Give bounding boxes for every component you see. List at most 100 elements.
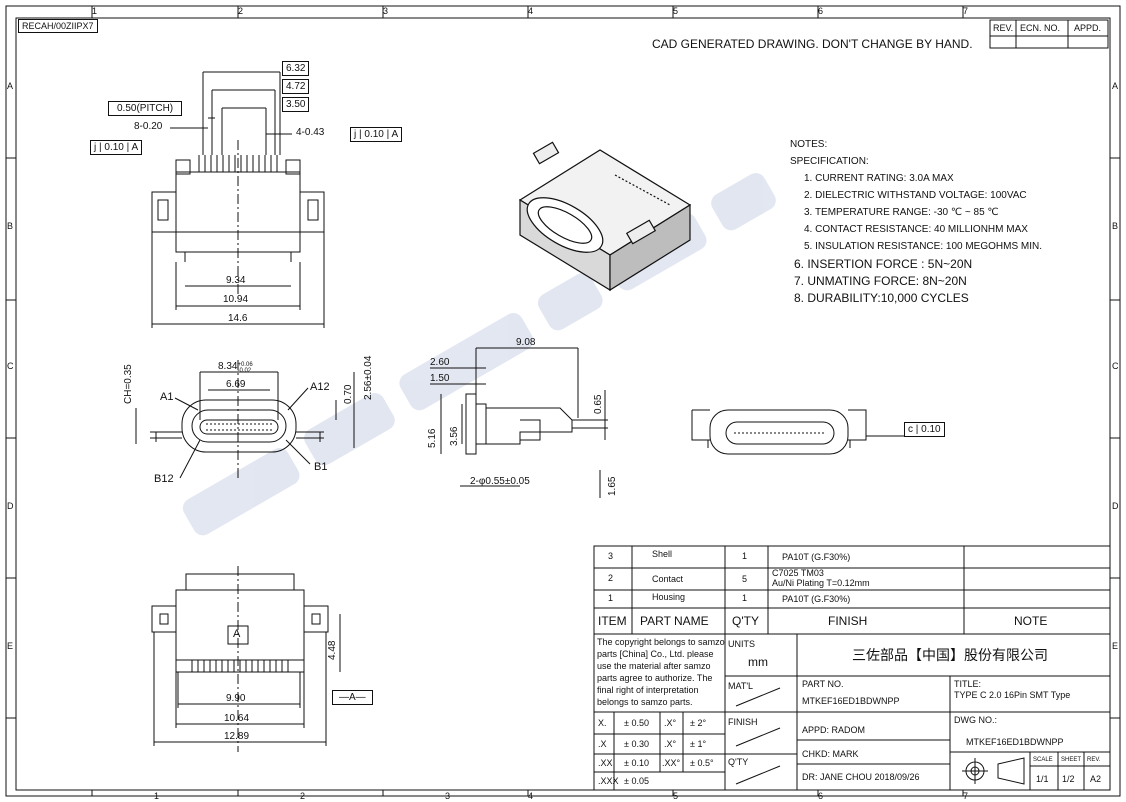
finish-label: FINISH bbox=[728, 717, 758, 727]
dim-5-16: 5.16 bbox=[427, 428, 438, 448]
pin-a12: A12 bbox=[310, 381, 330, 393]
units-label: UNITS bbox=[728, 639, 755, 649]
tol-key-3: .XXX bbox=[598, 776, 619, 786]
bom-row-3-name: Shell bbox=[652, 549, 673, 559]
tol-key-2: .XX bbox=[598, 758, 613, 768]
bom-header-finish: FINISH bbox=[828, 614, 868, 628]
rev-header: REV. bbox=[993, 23, 1014, 33]
dim-pitch: 0.50(PITCH) bbox=[108, 101, 183, 116]
dim-3-50: 3.50 bbox=[282, 97, 310, 112]
note-6: 6. INSERTION FORCE : 5N~20N bbox=[794, 257, 973, 271]
dim-ch: CH=0.35 bbox=[123, 364, 134, 404]
bottom-view-drawing bbox=[151, 566, 341, 752]
dim-14-6: 14.6 bbox=[228, 313, 248, 324]
bom-row-3-item: 3 bbox=[608, 551, 614, 561]
notes-title: NOTES: bbox=[790, 139, 828, 150]
bom-row-1-qty: 1 bbox=[742, 593, 748, 603]
title-value: TYPE C 2.0 16Pin SMT Type bbox=[954, 690, 1071, 700]
scale-label: SCALE bbox=[1033, 757, 1053, 763]
dim-0-70: 0.70 bbox=[343, 384, 354, 404]
bom-row-3-finish: PA10T (G.F30%) bbox=[782, 552, 851, 562]
part-no-value: MTKEF16ED1BDWNPP bbox=[802, 696, 900, 706]
company-name: 三佐部品【中国】股份有限公司 bbox=[852, 647, 1048, 663]
tol-val-1: ± 0.30 bbox=[624, 739, 649, 749]
dim-6-69: 6.69 bbox=[226, 379, 246, 390]
tol-frame-left: j | 0.10 | A bbox=[90, 140, 143, 155]
flat-view-drawing bbox=[691, 409, 904, 455]
zone-col-7: 7 bbox=[963, 6, 969, 16]
dim-1-65: 1.65 bbox=[607, 476, 618, 496]
chkd-line: CHKD: MARK bbox=[802, 749, 859, 759]
dwg-label: DWG NO.: bbox=[954, 715, 997, 725]
title-label: TITLE: bbox=[954, 679, 982, 689]
copyright-line-2: parts [China] Co., Ltd. please bbox=[597, 649, 714, 659]
dim-10-94: 10.94 bbox=[223, 294, 249, 305]
rev-value: A2 bbox=[1090, 774, 1102, 784]
pin-b12: B12 bbox=[154, 473, 174, 485]
copyright-line-6: belongs to samzo parts. bbox=[597, 697, 693, 707]
pin-b1: B1 bbox=[314, 461, 328, 473]
zone-row-e: E bbox=[7, 641, 14, 651]
sheet-value: 1/2 bbox=[1062, 774, 1075, 784]
note-1: 1. CURRENT RATING: 3.0A MAX bbox=[804, 173, 954, 184]
tol-val-3: ± 0.05 bbox=[624, 776, 649, 786]
ecn-header: ECN. NO. bbox=[1020, 23, 1061, 33]
title-block-lines bbox=[593, 545, 1111, 791]
bom-row-2-name: Contact bbox=[652, 574, 684, 584]
zone-col-7-bottom: 7 bbox=[963, 791, 969, 801]
dim-3-56: 3.56 bbox=[449, 426, 460, 446]
dwg-value: MTKEF16ED1BDWNPP bbox=[966, 737, 1064, 747]
doc-code: RECAH/00ZIIPX7 bbox=[18, 19, 98, 33]
dim-8-020: 8-0.20 bbox=[134, 121, 163, 132]
note-8: 8. DURABILITY:10,000 CYCLES bbox=[794, 291, 969, 305]
tol-frame-right: j | 0.10 | A bbox=[350, 127, 403, 142]
copyright-line-4: parts agree to authorize. The bbox=[597, 673, 713, 683]
note-5: 5. INSULATION RESISTANCE: 100 MEGOHMS MI… bbox=[804, 241, 1043, 252]
dr-line: DR: JANE CHOU 2018/09/26 bbox=[802, 772, 920, 782]
zone-row-e-right: E bbox=[1112, 641, 1119, 651]
zone-row-c: C bbox=[7, 361, 14, 371]
zone-ticks bbox=[6, 6, 1120, 796]
bom-row-2-qty: 5 bbox=[742, 574, 748, 584]
matl-label: MAT'L bbox=[728, 681, 754, 691]
zone-col-3-bottom: 3 bbox=[445, 791, 451, 801]
scale-value: 1/1 bbox=[1036, 774, 1049, 784]
bom-row-2-item: 2 bbox=[608, 573, 614, 583]
bom-header-qty: Q'TY bbox=[732, 614, 759, 628]
tol-val-2: ± 0.10 bbox=[624, 758, 649, 768]
dim-9-90: 9.90 bbox=[226, 693, 246, 704]
note-3: 3. TEMPERATURE RANGE: -30 ℃ ~ 85 ℃ bbox=[804, 207, 999, 218]
tol-val2-0: ± 2° bbox=[690, 718, 707, 728]
bom-header-part-name: PART NAME bbox=[640, 614, 709, 628]
datum-a: —A— bbox=[332, 690, 373, 705]
tol-key2-0: .X° bbox=[664, 718, 677, 728]
zone-row-d: D bbox=[7, 501, 14, 511]
zone-row-c-right: C bbox=[1112, 361, 1119, 371]
tol-val2-2: ± 0.5° bbox=[690, 758, 714, 768]
dim-6-32: 6.32 bbox=[282, 61, 310, 76]
zone-col-5: 5 bbox=[673, 6, 679, 16]
bom-row-2-finish-2: Au/Ni Plating T=0.12mm bbox=[772, 578, 870, 588]
dim-1-50: 1.50 bbox=[430, 373, 450, 384]
zone-col-1-bottom: 1 bbox=[154, 791, 160, 801]
zone-row-b: B bbox=[7, 221, 14, 231]
front-view-drawing bbox=[135, 360, 355, 479]
tol-key-1: .X bbox=[598, 739, 607, 749]
part-no-label: PART NO. bbox=[802, 679, 844, 689]
zone-row-a-right: A bbox=[1112, 81, 1119, 91]
bom-row-1-finish: PA10T (G.F30%) bbox=[782, 594, 851, 604]
note-2: 2. DIELECTRIC WITHSTAND VOLTAGE: 100VAC bbox=[804, 190, 1027, 201]
zone-row-b-right: B bbox=[1112, 221, 1119, 231]
pin-a1: A1 bbox=[160, 391, 174, 403]
copyright-line-1: The copyright belongs to samzo bbox=[597, 637, 725, 647]
tol-val2-1: ± 1° bbox=[690, 739, 707, 749]
tol-key2-1: .X° bbox=[664, 739, 677, 749]
bom-row-1-name: Housing bbox=[652, 592, 686, 602]
appd-line: APPD: RADOM bbox=[802, 725, 866, 735]
zone-col-2: 2 bbox=[238, 6, 244, 16]
dim-0-65: 0.65 bbox=[593, 394, 604, 414]
dim-9-34: 9.34 bbox=[226, 275, 246, 286]
dim-8-34: 8.34+0.06-0.02 bbox=[218, 361, 253, 375]
dim-4-72: 4.72 bbox=[282, 79, 310, 94]
